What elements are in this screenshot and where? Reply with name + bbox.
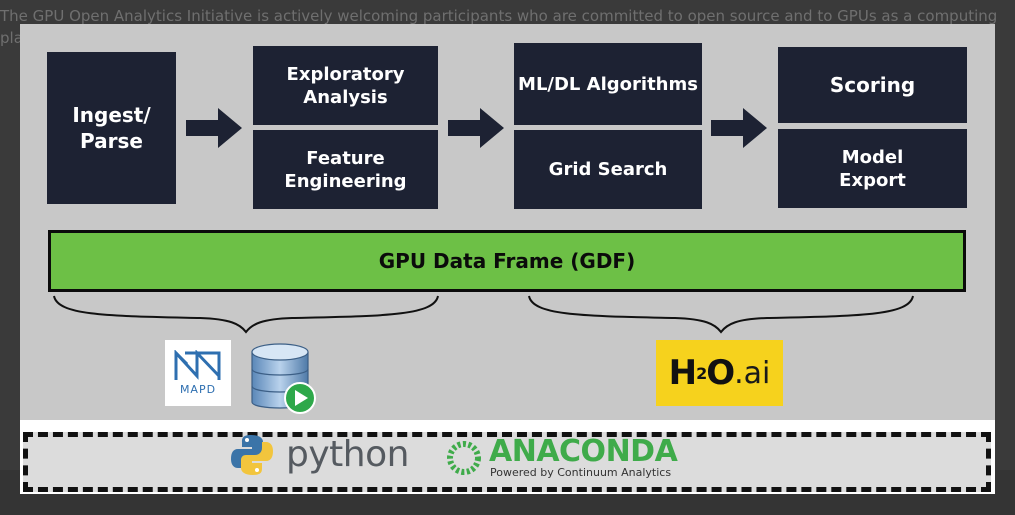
database-play-icon xyxy=(251,343,316,414)
mapd-mark-icon xyxy=(174,350,221,380)
stage-grid-box: Grid Search xyxy=(514,130,702,209)
right-arrow-icon xyxy=(186,108,242,148)
stage-exploratory-box: Exploratory Analysis xyxy=(253,46,438,125)
mapd-logo: MAPD xyxy=(165,340,231,406)
background-line-1: The GPU Open Analytics Initiative is act… xyxy=(0,7,998,25)
stage-scoring-box: Scoring xyxy=(778,47,967,123)
right-arrow-icon xyxy=(711,108,767,148)
mapd-wordmark: MAPD xyxy=(179,383,217,396)
background-line-2: pla xyxy=(0,29,23,47)
gpu-data-frame-bar: GPU Data Frame (GDF) xyxy=(48,230,966,292)
anaconda-wordmark: ANACONDA xyxy=(489,434,678,469)
background-paragraph: The GPU Open Analytics Initiative is act… xyxy=(0,5,1015,49)
python-wordmark: python xyxy=(286,434,409,475)
python-snake-icon xyxy=(231,435,273,475)
stage-ingest-box: Ingest/ Parse xyxy=(47,52,176,204)
right-arrow-icon xyxy=(448,108,504,148)
anaconda-ring-icon xyxy=(447,441,481,475)
stage-export-box: Model Export xyxy=(778,129,967,208)
h2o-letter-h: H xyxy=(668,353,697,393)
pipeline-diagram: Ingest/ Parse Exploratory Analysis Featu… xyxy=(20,24,995,494)
stage-ml-box: ML/DL Algorithms xyxy=(514,43,702,125)
curly-brace-icon xyxy=(528,295,914,334)
h2o-letter-o: O xyxy=(706,353,735,393)
dashed-language-box xyxy=(23,432,991,492)
curly-brace-icon xyxy=(53,295,439,334)
stage-feature-box: Feature Engineering xyxy=(253,130,438,209)
h2o-ai-suffix: .ai xyxy=(734,355,771,391)
anaconda-tagline: Powered by Continuum Analytics xyxy=(490,466,672,479)
h2o-subscript: 2 xyxy=(696,363,707,383)
